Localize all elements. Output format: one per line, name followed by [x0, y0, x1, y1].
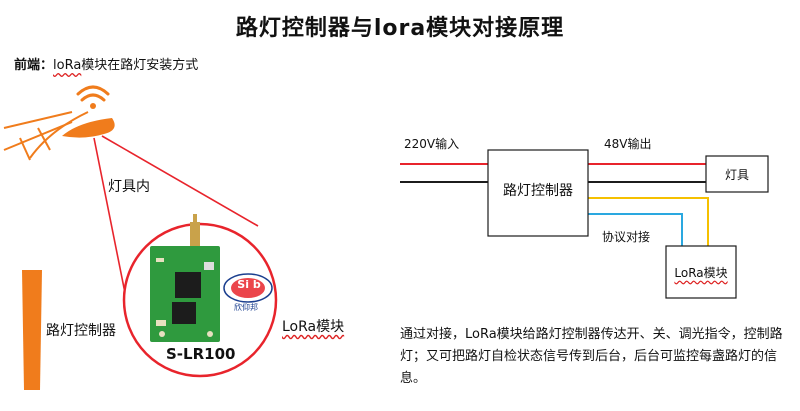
wifi-signal-icon — [76, 85, 110, 109]
lora-box-label: LoRa模块 — [674, 266, 728, 280]
lamp-box-label: 灯具 — [724, 168, 749, 182]
lora-box — [665, 245, 737, 299]
brand-logo-text: Si b — [237, 278, 261, 291]
controller-box — [487, 149, 589, 237]
lamp-inner-label: 灯具内 — [108, 179, 150, 195]
street-light-icon — [3, 111, 115, 390]
model-label: S-LR100 — [166, 345, 236, 363]
controller-box-label: 路灯控制器 — [503, 183, 573, 199]
controller-side-label: 路灯控制器 — [46, 323, 116, 339]
page-title: 路灯控制器与lora模块对接原理 — [235, 16, 565, 41]
front-rest: 模块在路灯安装方式 — [81, 58, 199, 73]
zoom-line-right — [101, 135, 259, 227]
front-lora: loRa — [53, 58, 82, 73]
lora-module-image — [150, 214, 220, 342]
front-prefix: 前端： — [14, 58, 54, 73]
wiring-lines — [400, 163, 709, 246]
protocol-label: 协议对接 — [602, 230, 651, 244]
brand-logo — [223, 273, 273, 303]
brand-cn-label: 欣仰邦 — [234, 303, 258, 312]
front-install-label: 前端：loRa模块在路灯安装方式 — [14, 54, 198, 73]
lora-module-side-label: LoRa模块 — [282, 319, 345, 335]
lamp-box — [705, 155, 769, 193]
output-label: 48V输出 — [604, 137, 652, 151]
input-label: 220V输入 — [404, 137, 460, 151]
description-text: 通过对接，LoRa模块给路灯控制器传达开、关、调光指令，控制路灯；又可把路灯自检… — [400, 327, 783, 386]
